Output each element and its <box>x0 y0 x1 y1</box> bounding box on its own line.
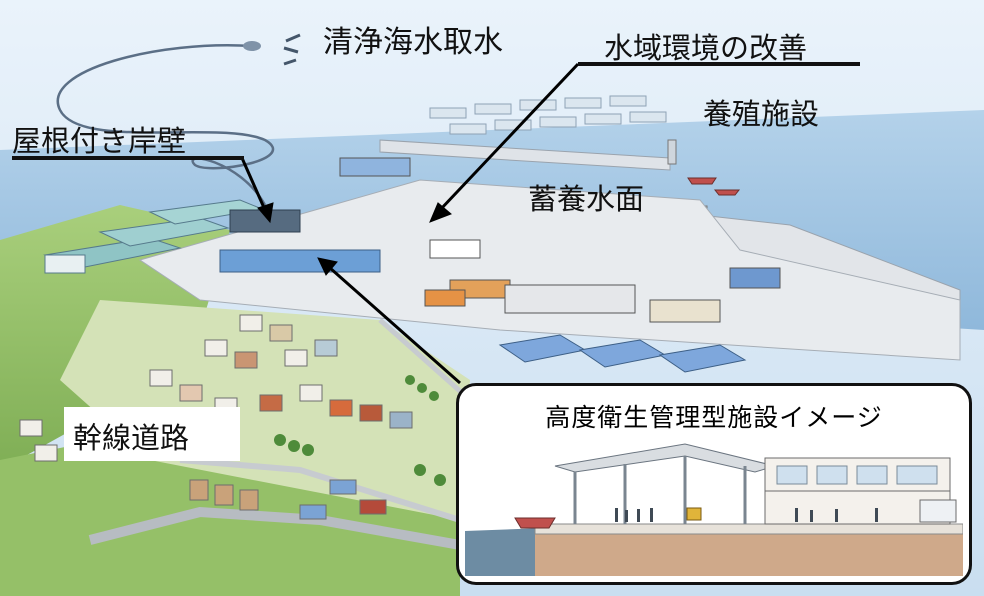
inset-windows <box>776 465 938 485</box>
inset-ground <box>535 532 963 576</box>
inset-floor <box>534 523 963 535</box>
trunk-road-line <box>88 506 461 550</box>
quay-roof <box>219 209 381 273</box>
label-water-environment: 水域環境の改善 <box>604 31 808 65</box>
lighthouse <box>667 139 677 165</box>
road-line-3 <box>378 318 472 402</box>
inset-boat <box>514 517 556 529</box>
intake-arrows <box>283 33 301 66</box>
inset-forklift <box>686 507 702 521</box>
label-seawater-intake: 清浄海水取水 <box>323 25 503 60</box>
facility-illustration <box>465 436 963 576</box>
trunk-road-label-box: 幹線道路 <box>64 407 240 461</box>
inset-title: 高度衛生管理型施設イメージ <box>545 403 883 432</box>
label-aquaculture: 養殖施設 <box>703 97 820 131</box>
label-roofed-quay: 屋根付き岸壁 <box>12 124 187 158</box>
road-line-2 <box>179 457 461 523</box>
inset-panel: 高度衛生管理型施設イメージ <box>456 383 972 585</box>
label-holding-water: 蓄養水面 <box>528 182 645 216</box>
trees <box>274 375 446 486</box>
intake-head <box>243 41 261 51</box>
breakwater <box>379 139 671 171</box>
label-trunk-road: 幹線道路 <box>73 421 190 455</box>
sheds-center <box>339 157 781 323</box>
inset-sea <box>465 528 545 576</box>
inset-columns <box>573 456 747 524</box>
inset-people <box>615 508 878 522</box>
underline-water-environment <box>578 62 860 66</box>
sheds-blue-row <box>498 334 747 373</box>
callout-arrows <box>240 62 580 385</box>
wharf-area <box>138 179 961 361</box>
town-buildings <box>19 314 413 520</box>
warehouses-left <box>43 199 264 274</box>
underline-roofed-quay <box>12 156 244 160</box>
inset-truck <box>919 499 957 523</box>
